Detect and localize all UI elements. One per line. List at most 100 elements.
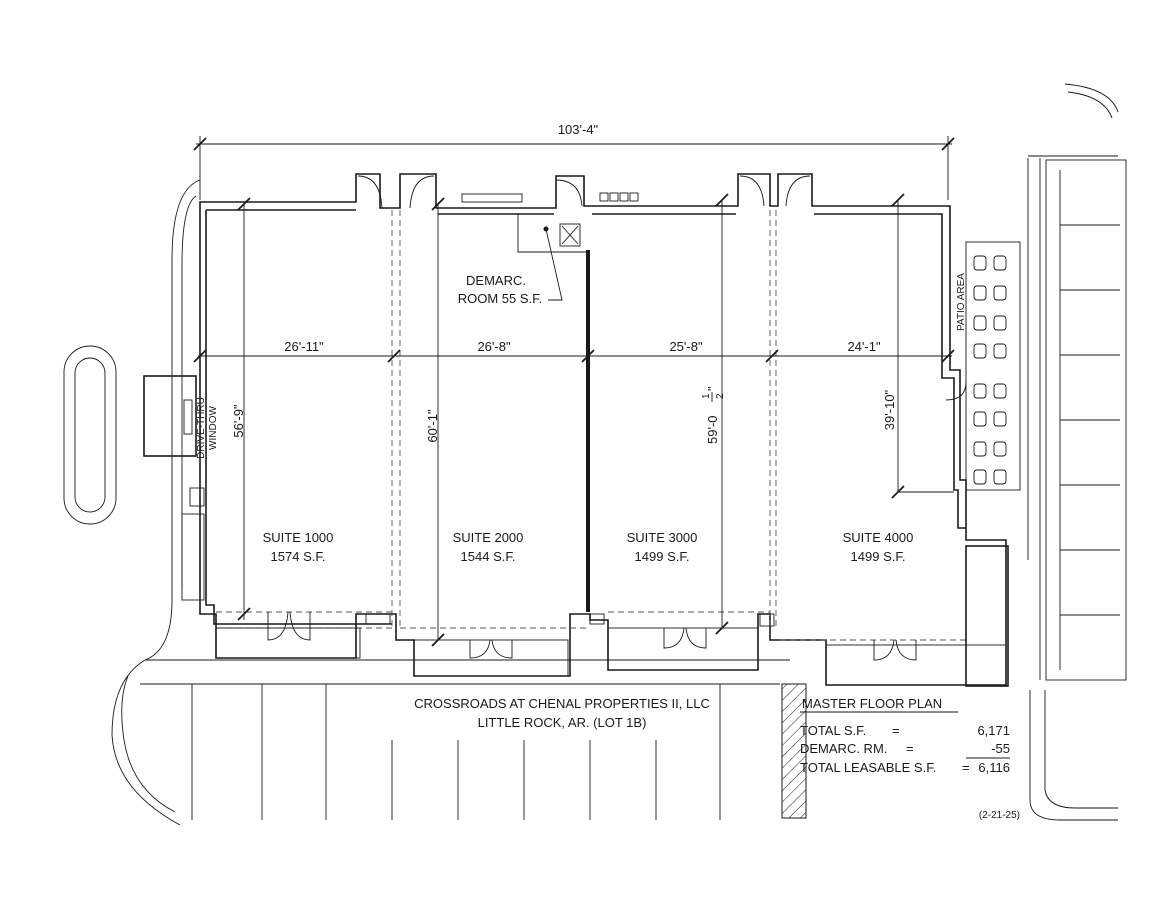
curb-arc: [1029, 690, 1118, 821]
door-swing: [409, 175, 435, 209]
patio-chair: [993, 255, 1007, 271]
suite-1000-area: 1574 S.F.: [271, 549, 326, 564]
summary-total-value: 6,171: [977, 723, 1010, 738]
patio-chair: [993, 411, 1007, 427]
door-swing: [555, 179, 583, 207]
demarc-label-line2: ROOM 55 S.F.: [458, 291, 543, 306]
suite-1000-depth-label: 56'-9": [231, 404, 246, 438]
door-swing: [785, 175, 811, 207]
door-swing: [873, 639, 895, 661]
patio-area-label: PATIO AREA: [956, 273, 967, 331]
suite-2000-depth-label: 60'-1": [425, 409, 440, 443]
suite-1000-width-label: 26'-11": [284, 339, 324, 354]
sidewalk-curve: [144, 179, 201, 661]
door-swing: [469, 639, 491, 659]
door-swing: [491, 639, 513, 659]
door-swing: [663, 627, 685, 649]
door-swing: [357, 175, 383, 209]
dimension-lines: [193, 136, 955, 647]
overall-dimension-label: 103'-4": [558, 122, 599, 137]
suite-4000-area: 1499 S.F.: [851, 549, 906, 564]
suite-3000-depth-main: 59'-0: [705, 415, 720, 444]
patio-chair: [973, 255, 987, 271]
demarc-room: [461, 192, 639, 301]
storefront-line: [216, 560, 967, 641]
patio-chair: [973, 343, 987, 359]
suite-2000-name: SUITE 2000: [453, 530, 524, 545]
door-swing: [739, 175, 765, 207]
suite-2000-area: 1544 S.F.: [461, 549, 516, 564]
drive-thru-label-line1: DRIVE-THRU: [196, 397, 207, 459]
area-summary: MASTER FLOOR PLAN TOTAL S.F. = 6,171 DEM…: [800, 696, 1010, 775]
door-swing: [685, 627, 707, 649]
suite-1000-name: SUITE 1000: [263, 530, 334, 545]
door-swing: [895, 639, 917, 661]
patio-chair: [973, 411, 987, 427]
doors: [267, 175, 967, 661]
drive-thru-window: [143, 375, 197, 457]
summary-leasable-eq: =: [962, 760, 970, 775]
site-context: [63, 83, 1127, 826]
suite-2000-width-label: 26'-8": [477, 339, 511, 354]
curb-arc: [111, 659, 181, 826]
patio-tables: [973, 255, 1007, 485]
demarc-label-line1: DEMARC.: [466, 273, 526, 288]
patio-chair: [993, 441, 1007, 457]
suite-3000-depth-num: 1: [701, 393, 712, 399]
patio-chair: [993, 383, 1007, 399]
summary-total-label: TOTAL S.F.: [800, 723, 866, 738]
patio-chair: [973, 469, 987, 485]
equipment-rack: [461, 193, 523, 203]
drive-thru: [143, 375, 205, 601]
patio-chair: [993, 315, 1007, 331]
patio-chair: [993, 343, 1007, 359]
door-swing: [289, 611, 311, 641]
demarc-panel: [559, 223, 581, 247]
owner-name: CROSSROADS AT CHENAL PROPERTIES II, LLC: [414, 696, 710, 711]
inner-wall-line: [205, 209, 966, 625]
suite-4000-width-label: 24'-1": [847, 339, 881, 354]
summary-demarc-value: -55: [991, 741, 1010, 756]
patio-chair: [973, 285, 987, 301]
suite-3000-width-label: 25'-8": [669, 339, 703, 354]
curb-arc: [1044, 690, 1118, 809]
curb-arc: [1067, 91, 1113, 119]
patio-chair: [993, 469, 1007, 485]
summary-demarc-eq: =: [906, 741, 914, 756]
summary-leasable-label: TOTAL LEASABLE S.F.: [800, 760, 936, 775]
landscape-island-inner: [74, 357, 106, 513]
parking-block-right: [1045, 159, 1127, 681]
hatched-curb: [781, 683, 807, 819]
patio: [965, 241, 1021, 491]
summary-leasable-value: 6,116: [978, 760, 1010, 775]
patio-chair: [973, 441, 987, 457]
curb-arc: [121, 675, 176, 813]
suite-3000-area: 1499 S.F.: [635, 549, 690, 564]
summary-title: MASTER FLOOR PLAN: [802, 696, 942, 711]
summary-demarc-label: DEMARC. RM.: [800, 741, 887, 756]
revision-date: (2-21-25): [979, 810, 1020, 821]
demarc-room-outline: [517, 214, 588, 253]
parking-stalls-bottom: [191, 684, 721, 820]
summary-total-eq: =: [892, 723, 900, 738]
patio-outline: [965, 241, 1021, 491]
patio-chair: [993, 285, 1007, 301]
suite-3000-depth-tail: ": [705, 386, 720, 391]
suite-4000-depth-label: 39'-10": [882, 389, 897, 430]
parking-stalls-right: [1060, 224, 1120, 616]
suite-4000-name: SUITE 4000: [843, 530, 914, 545]
storefront-bays: [215, 545, 1009, 687]
door-swing: [945, 381, 967, 401]
suite-3000-name: SUITE 3000: [627, 530, 698, 545]
patio-chair: [973, 315, 987, 331]
landscape-island: [63, 345, 117, 525]
owner-location: LITTLE ROCK, AR. (LOT 1B): [478, 715, 647, 730]
suite-3000-depth-den: 2: [715, 393, 726, 399]
suite-3000-depth-label: 59'-0 1 2 ": [701, 386, 726, 444]
curb-arc: [1064, 83, 1119, 113]
sidewalk-curve: [181, 195, 197, 590]
patio-chair: [973, 383, 987, 399]
door-swing: [267, 611, 289, 641]
drive-thru-label-line2: WINDOW: [208, 406, 219, 450]
